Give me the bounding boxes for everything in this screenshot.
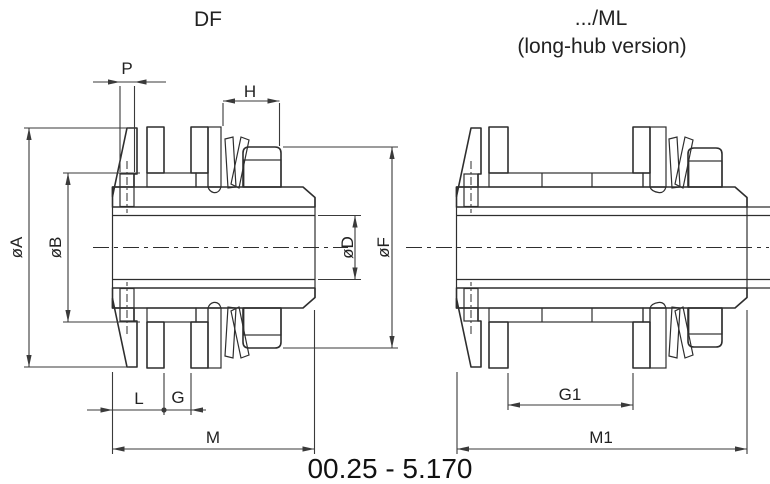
dim-g1 — [507, 373, 634, 410]
ml-seal-lower-half — [455, 246, 770, 369]
dim-label-g: G — [171, 388, 184, 407]
dim-p — [93, 79, 166, 172]
dim-label-dia-d: øD — [338, 236, 357, 259]
dim-m — [112, 310, 316, 454]
ml-drawing — [406, 126, 770, 369]
ml-subtitle: (long-hub version) — [517, 35, 686, 58]
part-number: 00.25 - 5.170 — [307, 453, 472, 484]
dim-dia-d — [318, 214, 361, 281]
dim-label-m1: M1 — [589, 428, 613, 447]
ml-seal-upper-half — [455, 126, 770, 249]
dim-label-p: P — [121, 59, 132, 78]
ml-title: .../ML — [575, 7, 628, 30]
dim-label-dia-a: øA — [7, 236, 26, 258]
df-dimensions — [24, 79, 398, 454]
dim-m1 — [456, 310, 748, 454]
df-drawing — [93, 126, 348, 369]
dim-label-g1: G1 — [559, 385, 582, 404]
df-title: DF — [194, 8, 222, 31]
dim-label-m: M — [206, 428, 220, 447]
df-seal-lower-half — [111, 246, 316, 369]
dim-label-dia-b: øB — [46, 237, 65, 259]
dim-label-h: H — [244, 82, 256, 101]
dim-label-dia-f: øF — [374, 237, 393, 258]
dim-dia-f — [283, 146, 398, 349]
dim-l-g — [87, 372, 206, 454]
df-seal-upper-half — [111, 126, 316, 249]
dim-dia-a — [24, 127, 129, 368]
dim-dia-b — [63, 172, 140, 323]
ml-dimensions — [456, 310, 748, 454]
dim-h — [222, 98, 281, 146]
dim-label-l: L — [134, 389, 143, 408]
